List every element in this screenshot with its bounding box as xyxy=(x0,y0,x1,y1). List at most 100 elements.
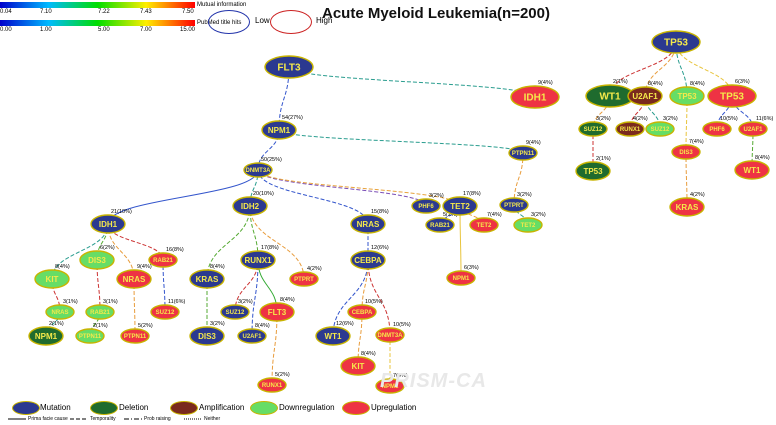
node-suz12-up[interactable]: SUZ12 xyxy=(150,304,180,320)
amplification-legend-label: Amplification xyxy=(199,403,245,412)
node-shape xyxy=(189,269,225,289)
node-suz12-m[interactable]: SUZ12 xyxy=(220,304,250,320)
node-idh1[interactable]: IDH1 xyxy=(90,214,126,234)
node-dis3-m[interactable]: DIS3 xyxy=(189,326,225,346)
edge-CEBPA-DNMT3A_up xyxy=(367,259,391,336)
edge-label: 6(3%) xyxy=(464,265,479,271)
node-tet2[interactable]: TET2 xyxy=(442,196,478,216)
node-wt1-del[interactable]: WT1 xyxy=(585,84,635,108)
node-kit[interactable]: KIT xyxy=(34,269,70,289)
mutual-information-scale: 0.04 7.10 7.22 7.43 7.50 Mutual informat… xyxy=(0,2,246,15)
node-wt1[interactable]: WT1 xyxy=(315,326,351,346)
node-dis3[interactable]: DIS3 xyxy=(79,250,115,270)
node-shape xyxy=(575,161,611,181)
node-shape xyxy=(350,250,386,270)
node-label: NRAS xyxy=(123,275,146,284)
edge-label: 4(2%) xyxy=(307,266,322,272)
node-idh1-top[interactable]: IDH1 xyxy=(510,85,560,109)
node-flt3-up[interactable]: FLT3 xyxy=(259,302,295,322)
node-flt3[interactable]: FLT3 xyxy=(264,55,314,79)
node-phf6-up[interactable]: PHF6 xyxy=(702,121,732,137)
node-nras-m[interactable]: NRAS xyxy=(350,214,386,234)
edge-label: 12(6%) xyxy=(336,321,354,327)
node-tp53[interactable]: TP53 xyxy=(651,30,701,54)
edge-label: 3(2%) xyxy=(238,299,253,305)
node-cebpa-up[interactable]: CEBPA xyxy=(347,304,377,320)
node-shape xyxy=(499,197,529,213)
node-label: PTPN11 xyxy=(512,151,535,157)
node-ptpn11-up[interactable]: PTPN11 xyxy=(120,328,150,344)
node-idh2[interactable]: IDH2 xyxy=(232,196,268,216)
node-label: DIS3 xyxy=(679,150,693,156)
node-nras-dn[interactable]: NRAS xyxy=(45,304,75,320)
node-shape xyxy=(645,121,675,137)
node-shape xyxy=(615,121,645,137)
node-label: RAB21 xyxy=(153,258,173,264)
node-label: PTPRT xyxy=(294,277,314,283)
edge-label: 10(5%) xyxy=(365,299,383,305)
edge-label: 11(6%) xyxy=(168,299,185,305)
node-tp53-dn[interactable]: TP53 xyxy=(669,86,705,106)
node-kit-up[interactable]: KIT xyxy=(340,356,376,376)
node-ptprt-up[interactable]: PTPRT xyxy=(289,271,319,287)
edge-label: 12(6%) xyxy=(371,245,389,251)
upregulation-legend-label: Upregulation xyxy=(371,403,417,412)
node-suz12-del[interactable]: SUZ12 xyxy=(578,121,608,137)
node-label: KIT xyxy=(46,275,59,284)
node-ptprt[interactable]: PTPRT xyxy=(499,197,529,213)
node-label: FLT3 xyxy=(277,63,301,74)
edge-label: 8(4%) xyxy=(755,155,770,161)
node-npm1-del[interactable]: NPM1 xyxy=(28,326,64,346)
node-tp53-up[interactable]: TP53 xyxy=(707,84,757,108)
node-runx1-up[interactable]: RUNX1 xyxy=(257,377,287,393)
node-shape xyxy=(85,304,115,320)
node-shape xyxy=(671,144,701,160)
node-label: NPM1 xyxy=(382,384,399,390)
edge-label: 4(2%) xyxy=(690,192,705,198)
node-tp53-del[interactable]: TP53 xyxy=(575,161,611,181)
edge-label: 15(8%) xyxy=(371,209,389,215)
node-label: TET2 xyxy=(477,223,492,229)
node-npm1-bot[interactable]: NPM1 xyxy=(375,378,405,394)
node-rab21[interactable]: RAB21 xyxy=(425,217,455,233)
node-ptpn11[interactable]: PTPN11 xyxy=(508,145,538,161)
node-cebpa[interactable]: CEBPA xyxy=(350,250,386,270)
node-u2af1-amp[interactable]: U2AF1 xyxy=(627,86,663,106)
node-npm1-up[interactable]: NPM1 xyxy=(446,270,476,286)
node-suz12-dn[interactable]: SUZ12 xyxy=(645,121,675,137)
node-ptpn11-dn[interactable]: PTPN11 xyxy=(75,328,105,344)
edge-IDH2-KRAS xyxy=(206,205,251,280)
node-tet2-up[interactable]: TET2 xyxy=(469,217,499,233)
node-npm1-a[interactable]: NPM1 xyxy=(261,120,297,140)
node-dis3-up[interactable]: DIS3 xyxy=(671,144,701,160)
edge-label: 10(5%) xyxy=(393,322,411,328)
node-label: NPM1 xyxy=(453,276,470,282)
edge-label: 50(25%) xyxy=(261,157,282,163)
pm-tick-4: 15.00 xyxy=(180,27,196,33)
node-rab21-dn[interactable]: RAB21 xyxy=(85,304,115,320)
node-wt1-up[interactable]: WT1 xyxy=(734,160,770,180)
node-shape xyxy=(189,326,225,346)
prima-facie-label: Prima facie cause xyxy=(28,416,68,422)
node-label: KRAS xyxy=(676,203,699,212)
mi-tick-2: 7.22 xyxy=(98,9,110,15)
node-label: PTPRT xyxy=(504,203,524,209)
edge-label: 2(1%) xyxy=(49,321,64,327)
node-runx1-amp[interactable]: RUNX1 xyxy=(615,121,645,137)
node-dnmt3a-up[interactable]: DNMT3A xyxy=(375,327,405,343)
node-phf6[interactable]: PHF6 xyxy=(411,198,441,214)
node-kras[interactable]: KRAS xyxy=(189,269,225,289)
node-shape xyxy=(232,196,268,216)
node-u2af1-up[interactable]: U2AF1 xyxy=(738,121,768,137)
node-dnmt3a[interactable]: DNMT3A xyxy=(243,162,273,178)
node-label: SUZ12 xyxy=(651,127,670,133)
node-runx1[interactable]: RUNX1 xyxy=(240,250,276,270)
node-tet2-dn[interactable]: TET2 xyxy=(513,217,543,233)
node-nras-up[interactable]: NRAS xyxy=(116,269,152,289)
node-rab21-up[interactable]: RAB21 xyxy=(148,252,178,268)
mi-tick-1: 7.10 xyxy=(40,9,52,15)
node-label: TP53 xyxy=(720,92,744,103)
node-u2af1-m[interactable]: U2AF1 xyxy=(237,328,267,344)
node-kras-up[interactable]: KRAS xyxy=(669,197,705,217)
